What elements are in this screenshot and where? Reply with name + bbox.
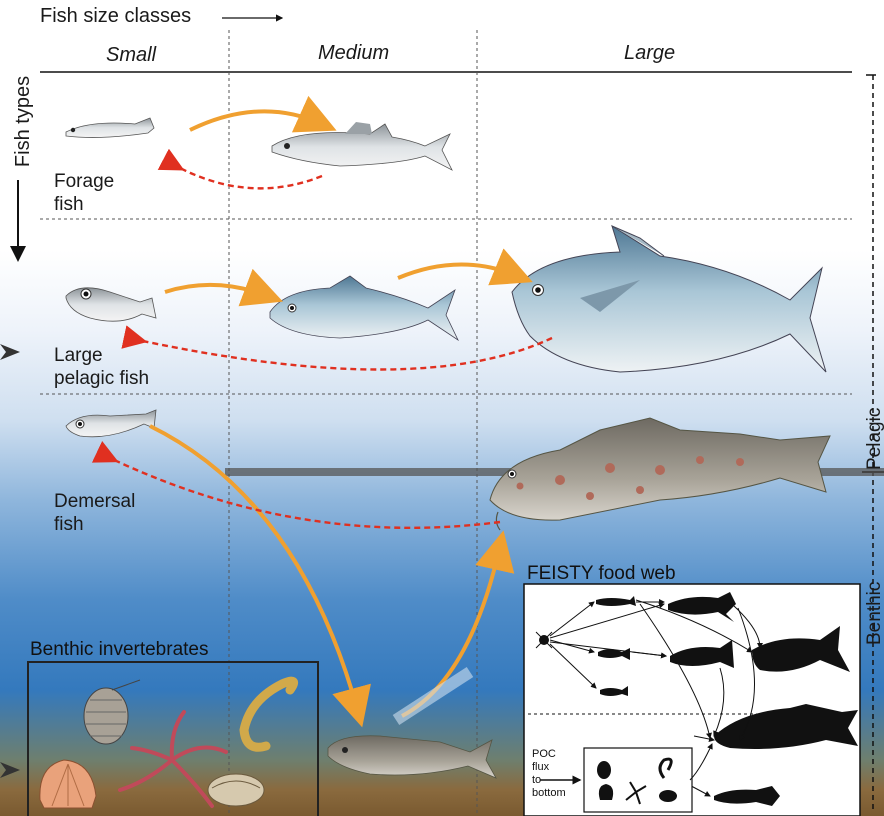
side-arrow-pelagic bbox=[0, 344, 20, 360]
column-header-small: Small bbox=[106, 44, 156, 67]
feisty-benthos-box bbox=[584, 748, 692, 812]
column-header-medium: Medium bbox=[318, 42, 389, 65]
column-header-large: Large bbox=[624, 42, 675, 65]
forage-small-fish bbox=[66, 118, 154, 137]
polychaete-worm-illustration bbox=[244, 681, 294, 747]
growth-arrow-forage bbox=[190, 111, 322, 130]
feisty-isopod-icon bbox=[597, 761, 611, 779]
reproduction-arrow-pelagic bbox=[138, 338, 552, 370]
zone-label-pelagic-text: Pelagic bbox=[863, 408, 884, 470]
growth-arrow-pelagic-1 bbox=[165, 285, 268, 296]
size-classes-label: Fish size classes bbox=[40, 5, 191, 28]
pelagic-large-fish bbox=[512, 226, 826, 372]
poc-flux-label: POC flux to bottom bbox=[532, 748, 566, 800]
side-arrow-benthic bbox=[0, 762, 20, 778]
pelagic-medium-fish bbox=[270, 276, 458, 340]
fish-types-label: Fish types bbox=[12, 76, 35, 167]
row-label-large-pelagic: Large pelagic fish bbox=[54, 344, 149, 390]
scallop-illustration bbox=[40, 760, 96, 808]
row-label-demersal: Demersal fish bbox=[54, 490, 135, 536]
feisty-food-web-title: FEISTY food web bbox=[527, 562, 676, 585]
feisty-clam-icon bbox=[659, 790, 677, 802]
benthic-invertebrates-title: Benthic invertebrates bbox=[30, 638, 209, 661]
pelagic-small-fish bbox=[66, 288, 156, 321]
zone-label-benthic-text: Benthic bbox=[863, 582, 884, 645]
isopod-illustration bbox=[84, 680, 140, 744]
demersal-small-fish bbox=[66, 410, 156, 437]
benthic-small-cod bbox=[328, 736, 496, 778]
demersal-large-fish bbox=[490, 418, 830, 530]
row-label-forage: Forage fish bbox=[54, 170, 114, 216]
zone-label-pelagic: Pelagic bbox=[840, 336, 884, 406]
growth-arrow-pelagic-2 bbox=[398, 264, 518, 278]
reproduction-arrow-forage bbox=[176, 166, 322, 188]
forage-medium-fish bbox=[272, 122, 452, 170]
clam-illustration bbox=[208, 774, 264, 806]
zone-label-benthic: Benthic bbox=[840, 485, 884, 565]
